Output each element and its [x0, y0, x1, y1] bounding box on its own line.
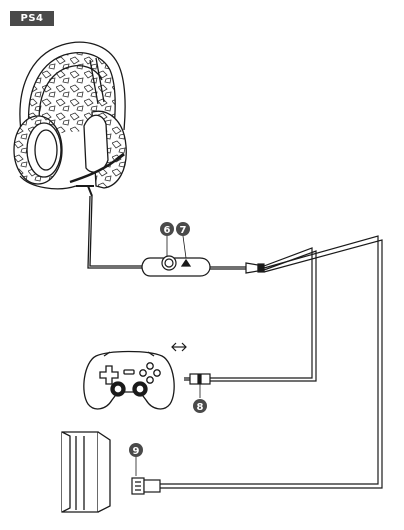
callout-mic-mute: 7 [176, 222, 190, 236]
platform-badge: PS4 [10, 11, 54, 26]
ps4-console-illustration [61, 431, 111, 513]
headset-illustration [13, 41, 127, 197]
cable-splitter [245, 262, 265, 274]
inline-controller [141, 255, 246, 277]
callout-jack: 8 [193, 384, 207, 413]
split-cables [160, 235, 383, 489]
mic-mute-switch-icon [180, 258, 192, 267]
double-arrow-icon [171, 342, 187, 352]
svg-text:7: 7 [180, 225, 187, 236]
callout-volume: 6 [160, 222, 174, 236]
svg-text:6: 6 [164, 225, 171, 236]
svg-text:9: 9 [133, 446, 140, 457]
audio-jack [184, 373, 211, 385]
callout-usb: 9 [129, 443, 143, 476]
headset-cable [87, 195, 150, 269]
usb-plug [131, 477, 161, 495]
svg-text:8: 8 [197, 402, 204, 413]
gamepad-illustration [83, 350, 175, 410]
